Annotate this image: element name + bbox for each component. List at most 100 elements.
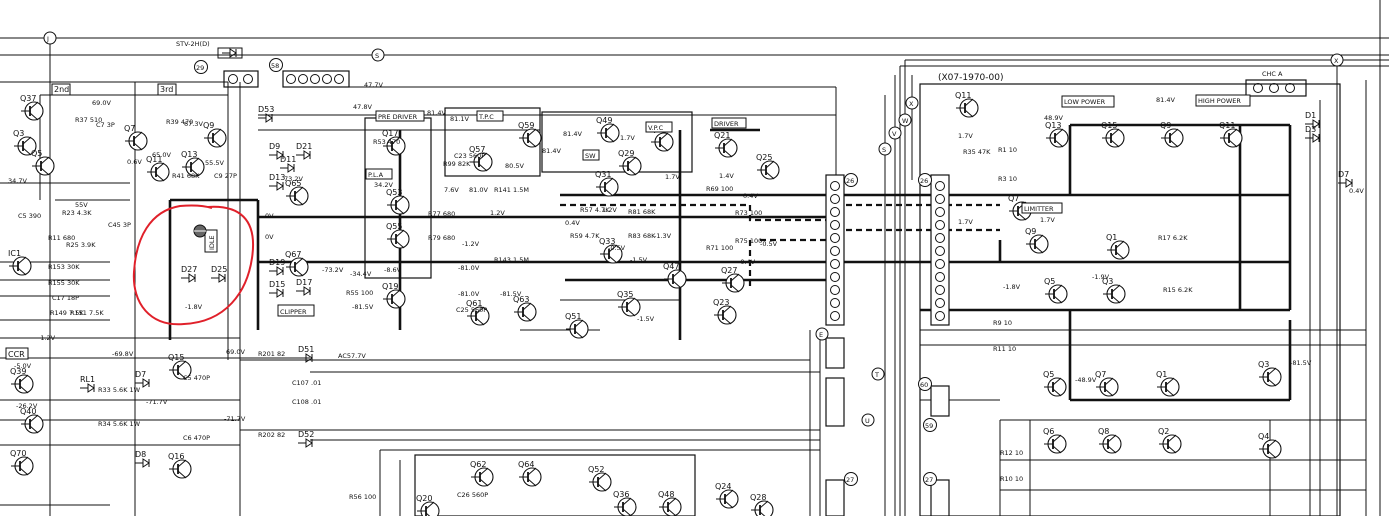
transistor-q6: Q6 <box>1043 427 1067 454</box>
transistor-label: Q47 <box>663 262 679 271</box>
pin-label: 60 <box>920 381 928 389</box>
transistor-label: Q7 <box>1008 194 1019 203</box>
component-label: C5 470P <box>183 374 210 382</box>
transistor-label: Q9 <box>203 121 214 130</box>
connector-s: S <box>371 48 385 62</box>
diode-d9: D9 <box>269 142 284 160</box>
component-label: R155 30K <box>48 279 80 287</box>
voltage-label: 65.0V <box>152 151 171 159</box>
transistor-q67: Q67 <box>285 250 309 277</box>
pin-circle-icon <box>918 173 932 187</box>
diode-symbol-icon <box>258 113 273 123</box>
voltage-label: 1.7V <box>665 173 680 181</box>
voltage-label: 7.6V <box>444 186 459 194</box>
idle-trimmer-icon <box>193 224 207 238</box>
pin-27: 27 <box>844 472 858 486</box>
transistor-label: Q39 <box>10 367 26 376</box>
connector-x: X <box>1330 53 1344 67</box>
diode-d3: D3 <box>1305 125 1320 143</box>
transistor-q31: Q31 <box>595 170 619 197</box>
pin-circle-icon <box>844 472 858 486</box>
label-pla: P.L.A <box>368 171 384 179</box>
transistor-q21: Q21 <box>714 131 738 158</box>
diode-label: D52 <box>298 430 314 439</box>
component-label: C26 560P <box>457 491 488 499</box>
voltage-label: 81.4V <box>563 130 582 138</box>
component-label: R41 68K <box>172 172 200 180</box>
connector-j: J <box>43 31 57 45</box>
diode-symbol-icon <box>135 458 150 468</box>
transistor-q36: Q36 <box>613 490 637 516</box>
pin-29: 29 <box>194 60 208 74</box>
diode-symbol-icon <box>298 438 313 448</box>
voltage-label: 69.0V <box>92 99 111 107</box>
transistor-q24: Q24 <box>715 482 739 509</box>
label-sw: SW <box>585 152 596 160</box>
transistor-q63: Q63 <box>513 295 537 322</box>
voltage-label: -73.2V <box>322 266 344 274</box>
transistor-label: Q7 <box>124 124 135 133</box>
component-label: R23 4.3K <box>62 209 92 217</box>
component-label: R81 68K <box>628 208 656 216</box>
transistor-label: Q67 <box>285 250 301 259</box>
transistor-q70: Q70 <box>10 449 34 476</box>
diode-symbol-icon <box>1305 133 1320 143</box>
transistor-q29: Q29 <box>618 149 642 176</box>
diode-symbol-icon <box>80 383 95 393</box>
transistor-q13: Q13 <box>1045 121 1069 148</box>
transistor-label: Q6 <box>1043 427 1054 436</box>
transistor-q3: Q3 <box>13 129 37 156</box>
diode-label: D25 <box>211 265 227 274</box>
component-label: C5 390 <box>18 212 41 220</box>
component-label: C9 27P <box>214 172 237 180</box>
connector-w: W <box>898 113 912 127</box>
voltage-label: -81.5V <box>352 303 374 311</box>
diode-label: D51 <box>298 345 314 354</box>
transistor-q53: Q53 <box>386 188 410 215</box>
transistor-label: Q7 <box>1095 370 1106 379</box>
component-label: R15 6.2K <box>1163 286 1193 294</box>
transistor-label: Q1 <box>1156 370 1167 379</box>
transistor-q59: Q59 <box>518 121 542 148</box>
transistor-label: Q24 <box>715 482 731 491</box>
connector-label: X <box>909 100 914 108</box>
transistor-label: Q8 <box>1098 427 1109 436</box>
transistor-q47: Q47 <box>663 262 687 289</box>
pin-label: 26 <box>920 177 928 185</box>
pin-label: 59 <box>925 422 933 430</box>
pin-60: 60 <box>918 377 932 391</box>
component-label: R53 470 <box>373 138 400 146</box>
component-label: R202 82 <box>258 431 285 439</box>
transistor-q1: Q1 <box>1156 370 1180 397</box>
connector-circle-icon <box>861 413 875 427</box>
voltage-label: -81.0V <box>458 264 480 272</box>
voltage-label: 81.1V <box>450 115 469 123</box>
transistor-q9: Q9 <box>203 121 227 148</box>
pin-27: 27 <box>923 472 937 486</box>
label-high-power: HIGH POWER <box>1198 97 1241 105</box>
voltage-label: -1.5V <box>637 315 655 323</box>
voltage-label: -0.5V <box>760 240 778 248</box>
transistor-label: Q65 <box>285 179 301 188</box>
transistor-label: Q37 <box>20 94 36 103</box>
voltage-label: -1.8V <box>1003 283 1021 291</box>
transistor-q52: Q52 <box>588 465 612 492</box>
voltage-label: 1.7V <box>958 132 973 140</box>
voltage-label: -69.8V <box>112 350 134 358</box>
component-label: C45 3P <box>108 221 131 229</box>
voltage-label: -1.5V <box>630 256 648 264</box>
transistor-label: Q23 <box>713 298 729 307</box>
voltage-label: 67.3V <box>184 120 203 128</box>
transistor-q48: Q48 <box>658 490 682 516</box>
diode-symbol-icon <box>296 286 311 296</box>
transistor-q7: Q7 <box>1095 370 1119 397</box>
connector-label: U <box>865 417 870 425</box>
transistor-label: Q17 <box>382 129 398 138</box>
pin-26: 26 <box>918 173 932 187</box>
voltage-label: 0.4V <box>1349 187 1364 195</box>
voltage-label: 81.4V <box>542 147 561 155</box>
model-diode-icon <box>217 47 243 59</box>
voltage-label: -0.5V <box>608 244 626 252</box>
diode-d15: D15 <box>269 280 285 298</box>
